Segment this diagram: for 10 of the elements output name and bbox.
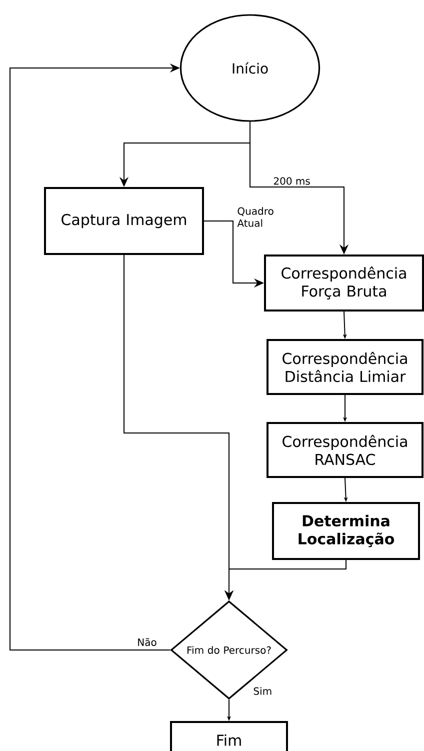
process-box: Captura Imagem	[44, 187, 204, 255]
process-box: Fim	[170, 721, 288, 751]
process-box: Determina Localização	[272, 502, 420, 560]
edge-label: 200 ms	[272, 176, 312, 186]
edge-label: Quadro Atual	[236, 206, 276, 228]
process-box: Correspondência RANSAC	[266, 422, 424, 478]
edge-label: Não	[136, 637, 158, 647]
edge-label: Sim	[252, 686, 274, 696]
process-box: Correspondência Distância Limiar	[266, 339, 424, 395]
process-box: Correspondência Força Bruta	[264, 254, 424, 312]
